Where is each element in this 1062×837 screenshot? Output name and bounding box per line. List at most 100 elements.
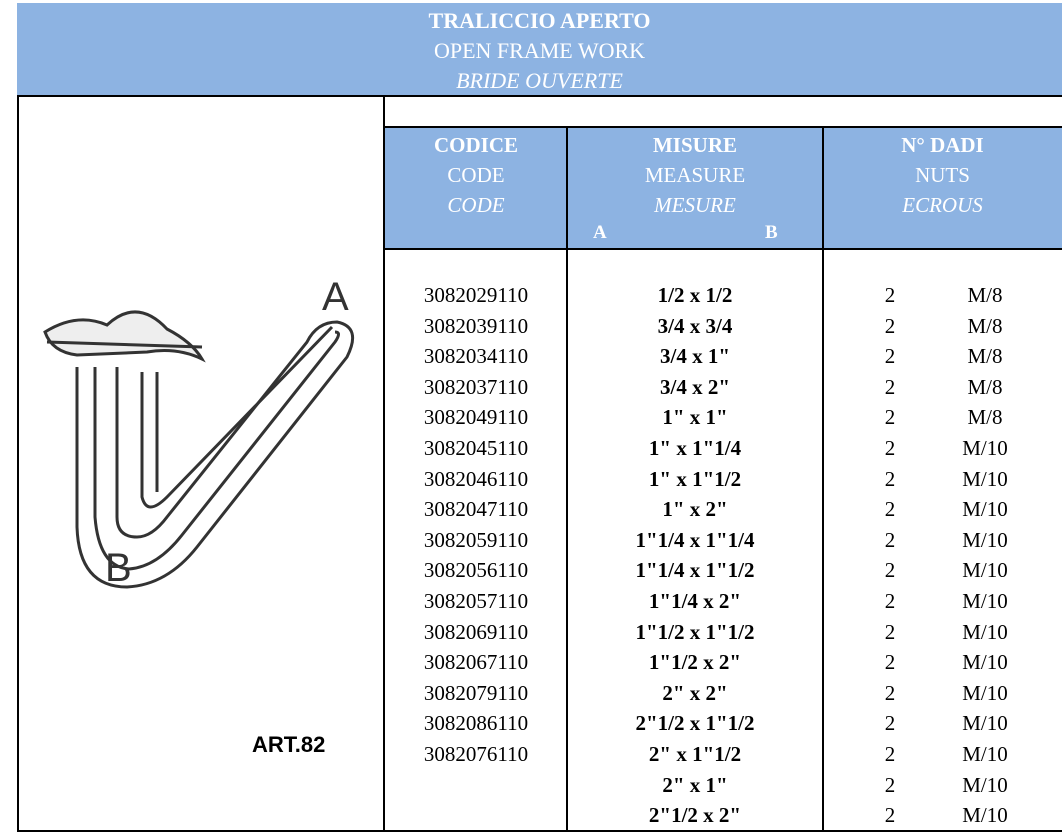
table-row: 3082029110 1/2 x 1/2 2 M/8 [385, 280, 1062, 310]
cell-thread: M/8 [967, 313, 1003, 338]
cell-code: 3082057110 [423, 589, 529, 613]
cell-nuts: 2 [884, 313, 896, 338]
cell-nuts: 2 [884, 589, 896, 613]
illustration-panel: A B [17, 97, 385, 832]
cell-nuts: 2 [884, 711, 896, 736]
cell-nuts: 2 [884, 650, 896, 675]
title-it: TRALICCIO APERTO [428, 8, 651, 33]
cell-nuts: 2 [884, 466, 896, 491]
cell-nuts: 2 [884, 436, 896, 460]
cell-measure: 2" x 1"1/2 [648, 742, 742, 766]
cell-thread: M/8 [967, 374, 1003, 399]
cell-code: 3082059110 [423, 527, 529, 552]
cell-code: 3082076110 [423, 742, 529, 766]
cell-thread: M/8 [967, 405, 1003, 430]
cell-code: 3082034110 [423, 344, 529, 369]
header-nuts: N° DADI NUTS ECROUS [823, 126, 1062, 250]
cell-nuts: 2 [884, 742, 896, 766]
header-measure-it: MISURE [652, 133, 737, 157]
cell-thread: M/10 [962, 558, 1008, 583]
header-nuts-en: NUTS [915, 163, 970, 187]
header-measure-b: B [765, 222, 778, 243]
cell-thread: M/10 [962, 466, 1008, 491]
cell-nuts: 2 [884, 619, 896, 644]
cell-measure: 1" x 1" [662, 405, 728, 430]
table-row: 3082076110 2" x 1"1/2 2 M/10 [385, 739, 1062, 769]
cell-measure: 3/4 x 2" [660, 374, 730, 399]
cell-thread: M/10 [962, 772, 1008, 797]
cell-code: 3082056110 [423, 558, 529, 583]
cell-code: 3082047110 [423, 497, 529, 522]
cell-code: 3082037110 [423, 374, 529, 399]
header-measure-en: MEASURE [644, 163, 746, 187]
u-bolt-clamp-illustration: A B [43, 275, 355, 590]
cell-measure: 1"1/4 x 1"1/4 [635, 527, 755, 552]
header-nuts-fr: ECROUS [902, 193, 983, 217]
cell-thread: M/10 [962, 680, 1008, 705]
label-b: B [105, 546, 132, 590]
cell-measure: 3/4 x 1" [660, 344, 730, 369]
table-row: 3082047110 1" x 2" 2 M/10 [385, 494, 1062, 524]
table-row: 3082059110 1"1/4 x 1"1/4 2 M/10 [385, 525, 1062, 555]
cell-nuts: 2 [884, 497, 896, 522]
cell-measure: 1"1/4 x 1"1/2 [635, 558, 755, 583]
cell-measure: 1"1/4 x 2" [648, 589, 742, 613]
cell-nuts: 2 [884, 374, 896, 399]
cell-code: 3082049110 [423, 405, 529, 430]
table-row: 3082046110 1" x 1"1/2 2 M/10 [385, 464, 1062, 494]
cell-measure: 1"1/2 x 1"1/2 [635, 619, 755, 644]
cell-code: 3082046110 [423, 466, 529, 491]
table-row: 3082057110 1"1/4 x 2" 2 M/10 [385, 586, 1062, 616]
header-code-en: CODE [447, 163, 505, 187]
header-nuts-it: N° DADI [901, 133, 984, 157]
cell-code: 3082029110 [423, 283, 529, 307]
cell-measure: 2"1/2 x 2" [648, 803, 742, 828]
cell-code: 3082045110 [423, 436, 529, 460]
cell-measure: 2" x 2" [662, 680, 728, 705]
cell-thread: M/8 [967, 344, 1003, 369]
cell-nuts: 2 [884, 680, 896, 705]
cell-thread: M/10 [962, 742, 1008, 766]
header-measure: MISURE MEASURE MESURE [567, 126, 823, 250]
cell-thread: M/10 [962, 711, 1008, 736]
cell-thread: M/10 [962, 527, 1008, 552]
table-row: 3082056110 1"1/4 x 1"1/2 2 M/10 [385, 555, 1062, 585]
cell-measure: 3/4 x 3/4 [657, 313, 733, 338]
title-en: OPEN FRAME WORK [433, 38, 646, 63]
table-row: 3082079110 2" x 2" 2 M/10 [385, 678, 1062, 708]
cell-measure: 1" x 2" [662, 497, 728, 522]
cell-thread: M/8 [967, 283, 1003, 307]
cell-nuts: 2 [884, 772, 896, 797]
title-band: TRALICCIO APERTO OPEN FRAME WORK BRIDE O… [17, 3, 1062, 97]
header-code-fr: CODE [447, 193, 505, 217]
cell-thread: M/10 [962, 650, 1008, 675]
cell-measure: 1" x 1"1/4 [648, 436, 742, 460]
cell-code: 3082079110 [423, 680, 529, 705]
title-fr: BRIDE OUVERTE [456, 68, 623, 93]
cell-nuts: 2 [884, 283, 896, 307]
cell-thread: M/10 [962, 497, 1008, 522]
cell-nuts: 2 [884, 558, 896, 583]
cell-code: 3082069110 [423, 619, 529, 644]
cell-measure: 1/2 x 1/2 [657, 283, 733, 307]
cell-nuts: 2 [884, 405, 896, 430]
header-code-it: CODICE [433, 133, 518, 157]
cell-thread: M/10 [962, 436, 1008, 460]
table-row: 3082045110 1" x 1"1/4 2 M/10 [385, 433, 1062, 463]
cell-thread: M/10 [962, 619, 1008, 644]
cell-measure: 1" x 1"1/2 [648, 466, 742, 491]
cell-code: 3082039110 [423, 313, 529, 338]
article-number: ART.82 [252, 732, 326, 757]
column-divider [566, 126, 568, 832]
header-measure-fr: MESURE [654, 193, 736, 217]
cell-measure: 2"1/2 x 1"1/2 [635, 711, 755, 736]
cell-code: 3082086110 [423, 711, 529, 736]
table-row: 3082069110 1"1/2 x 1"1/2 2 M/10 [385, 617, 1062, 647]
cell-nuts: 2 [884, 527, 896, 552]
cell-thread: M/10 [962, 589, 1008, 613]
table-row: 3082037110 3/4 x 2" 2 M/8 [385, 372, 1062, 402]
column-divider [822, 126, 824, 832]
table-row: 3082049110 1" x 1" 2 M/8 [385, 402, 1062, 432]
